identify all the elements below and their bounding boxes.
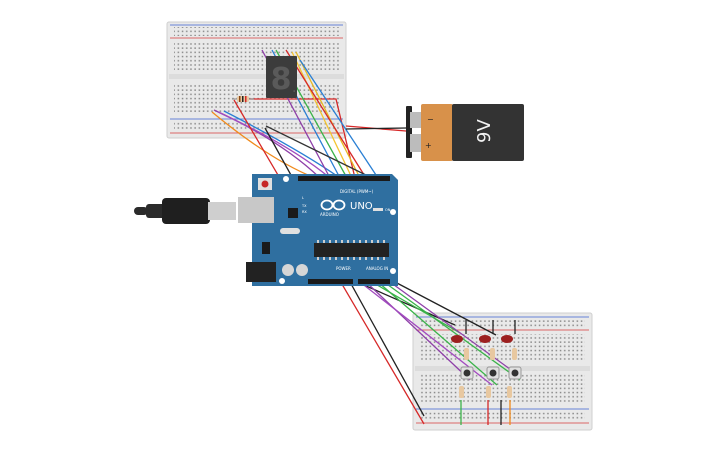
wire-red-display [246, 98, 356, 179]
wire-green-b [377, 281, 498, 386]
resistor-top[interactable] [232, 96, 254, 102]
wire-green-a [371, 281, 461, 334]
wire-orange-1 [211, 111, 316, 179]
battery-9v[interactable]: − + 9V [406, 104, 524, 161]
wires-bottom[interactable] [460, 320, 516, 425]
leds[interactable] [451, 335, 513, 343]
arduino-model-label: UNO [350, 201, 373, 212]
wire-yellow-2 [295, 51, 361, 179]
power-header-label: POWER [336, 266, 351, 271]
wire-battery-black [345, 127, 407, 130]
tx-label: TX [301, 204, 307, 208]
resistors-bottom[interactable] [459, 348, 517, 398]
arduino-logo-icon [320, 199, 346, 211]
arduino-uno-board[interactable]: UNO ARDUINO DIGITAL (PWM~) POWER ANALOG … [238, 174, 398, 286]
pushbuttons[interactable] [460, 366, 522, 380]
battery-minus-label: − [427, 115, 434, 124]
arduino-brand-label: ARDUINO [320, 212, 339, 217]
analog-header-label: ANALOG IN [366, 266, 388, 271]
wire-red-2 [285, 49, 367, 179]
rx-label: RX [302, 210, 307, 214]
wire-blue-3 [299, 59, 379, 179]
led-2 [479, 335, 491, 343]
l-label: L [302, 196, 304, 200]
display-dot: . [292, 80, 296, 96]
led-3 [501, 335, 513, 343]
wire-purple-a [365, 281, 471, 381]
led-1 [451, 335, 463, 343]
wire-black-b [394, 281, 497, 336]
usb-cable[interactable] [134, 198, 236, 224]
display-digit: 8 [271, 62, 292, 97]
on-label: ON [385, 208, 391, 212]
wire-dark-1 [265, 125, 373, 179]
wire-green-c [383, 281, 521, 381]
wire-purple-2 [217, 111, 331, 179]
digital-header-label: DIGITAL (PWM~) [340, 189, 374, 194]
battery-voltage-label: 9V [474, 119, 495, 143]
battery-plus-label: + [425, 141, 432, 150]
wire-blue-1 [223, 110, 341, 179]
top-breadboard[interactable] [166, 21, 347, 139]
wire-yellow-1 [291, 51, 353, 179]
seven-segment-display[interactable]: 8 . [266, 56, 297, 98]
bottom-breadboard[interactable] [412, 312, 593, 431]
